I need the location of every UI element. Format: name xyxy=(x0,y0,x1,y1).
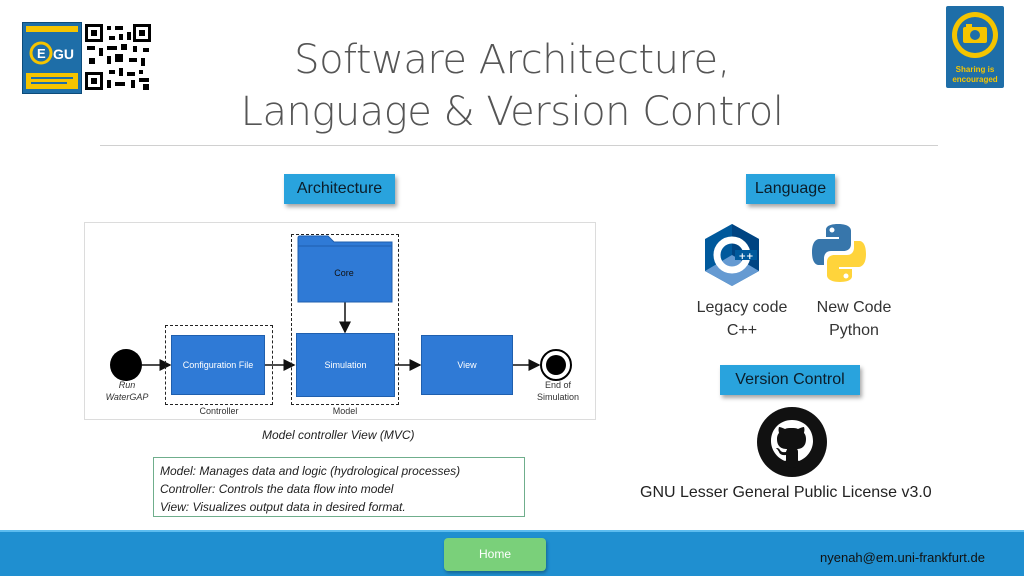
python-label-line2: Python xyxy=(829,322,879,339)
page-title: Software Architecture, Language & Versio… xyxy=(140,34,884,138)
cpp-logo-icon: ++ xyxy=(702,222,762,288)
end-label: End of Simulation xyxy=(536,380,580,402)
language-tag: Language xyxy=(746,174,835,204)
python-logo-icon xyxy=(809,222,869,284)
python-label: New Code Python xyxy=(798,296,910,342)
sharing-badge: Sharing is encouraged xyxy=(946,6,1004,88)
footer-highlight xyxy=(0,530,1024,533)
qr-code[interactable] xyxy=(83,22,153,92)
github-logo-icon[interactable] xyxy=(756,406,828,478)
definition-model: Model: Manages data and logic (hydrologi… xyxy=(160,464,461,478)
mvc-diagram-connectors xyxy=(110,235,572,381)
start-node xyxy=(110,349,142,381)
cpp-label-line2: C++ xyxy=(726,322,758,339)
title-line-2: Language & Version Control xyxy=(240,89,784,135)
start-label: Run WaterGAP xyxy=(105,380,149,402)
model-label: Model xyxy=(332,406,358,416)
svg-text:encouraged: encouraged xyxy=(952,75,997,84)
svg-text:++: ++ xyxy=(738,252,753,262)
mvc-definitions: Model: Manages data and logic (hydrologi… xyxy=(153,457,525,517)
controller-group xyxy=(165,325,273,405)
definition-view: View: Visualizes output data in desired … xyxy=(160,500,406,514)
python-label-line1: New Code xyxy=(816,299,892,316)
definition-controller: Controller: Controls the data flow into … xyxy=(160,482,394,496)
architecture-tag: Architecture xyxy=(284,174,395,204)
version-control-tag: Version Control xyxy=(720,365,860,395)
title-line-1: Software Architecture, xyxy=(294,37,730,83)
mvc-caption: Model controller View (MVC) xyxy=(262,428,415,442)
simulation-box: Simulation xyxy=(296,333,395,397)
model-group xyxy=(291,234,399,405)
configuration-file-box: Configuration File xyxy=(171,335,265,395)
core-box: Core xyxy=(334,268,354,278)
view-box: View xyxy=(421,335,513,395)
title-divider xyxy=(100,145,938,146)
cpp-label-line1: Legacy code xyxy=(696,299,788,316)
cpp-label: Legacy code C++ xyxy=(686,296,798,342)
controller-label: Controller xyxy=(199,406,239,416)
license-text: GNU Lesser General Public License v3.0 xyxy=(640,484,932,501)
svg-text:E: E xyxy=(37,46,46,61)
svg-text:Sharing is: Sharing is xyxy=(956,65,995,74)
egu-logo: GU E xyxy=(22,22,82,94)
contact-email[interactable]: nyenah@em.uni-frankfurt.de xyxy=(820,550,985,565)
home-button[interactable]: Home xyxy=(444,538,546,571)
svg-text:GU: GU xyxy=(53,46,74,62)
